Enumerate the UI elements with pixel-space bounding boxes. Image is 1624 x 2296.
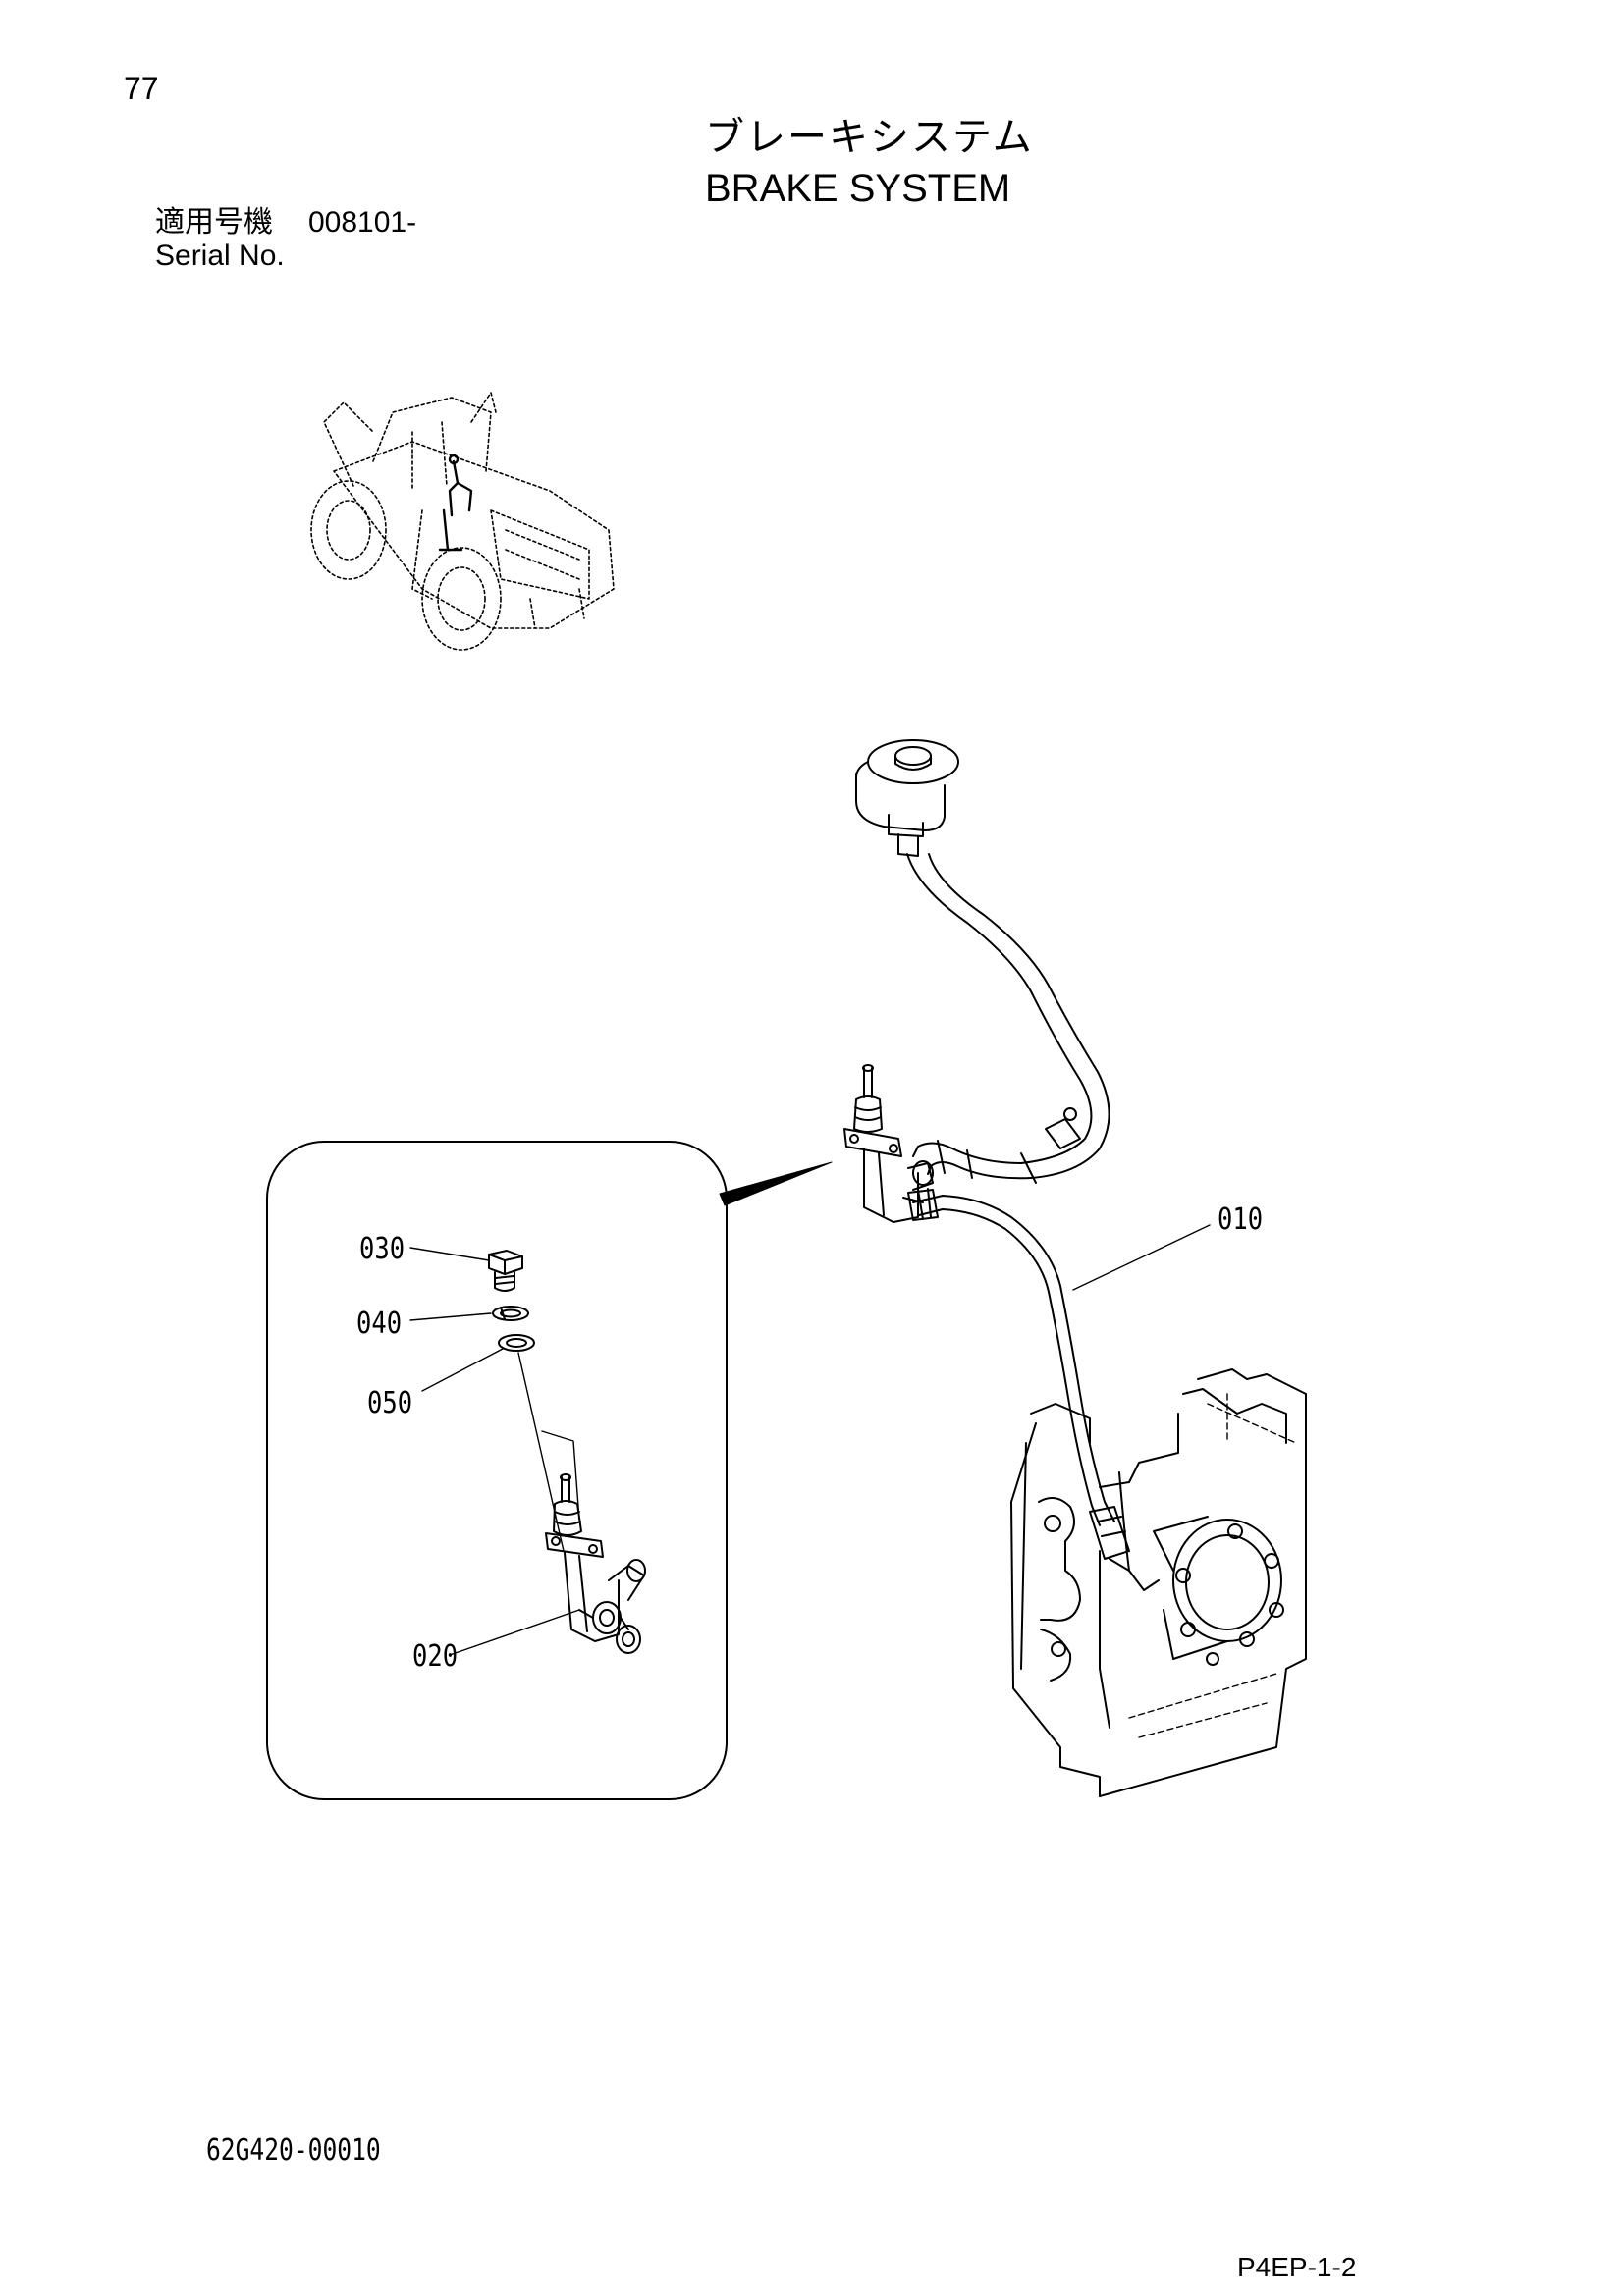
exploded-spring-washer-040 [492, 1306, 529, 1321]
detail-view-frame [266, 1141, 728, 1800]
callout-030: 030 [359, 1232, 406, 1266]
exploded-master-cylinder-020 [545, 1473, 646, 1654]
callout-050: 050 [367, 1386, 413, 1420]
exploded-bolt-030 [488, 1250, 523, 1292]
callout-leader-lines [409, 1247, 580, 1656]
brake-tube [907, 1188, 1130, 1572]
document-code: 62G420-00010 [206, 2133, 381, 2167]
brake-line-highlight [438, 454, 473, 552]
machine-overview-icon [310, 392, 615, 651]
serial-number-value: 008101- [308, 206, 417, 239]
transmission-housing [1010, 1368, 1307, 1797]
detail-pointer-arrow [719, 1161, 833, 1206]
serial-label-japanese: 適用号機 [155, 205, 273, 240]
assembly-bracket-line [541, 1430, 580, 1521]
serial-label: Serial No. [155, 240, 285, 272]
brake-fluid-reservoir [855, 739, 959, 857]
callout-040: 040 [356, 1307, 403, 1341]
reservoir-hose [906, 853, 1110, 1184]
callout-010: 010 [1218, 1202, 1264, 1237]
leader-line-010 [1072, 1224, 1211, 1291]
exploded-washer-050 [498, 1334, 535, 1352]
page-code: P4EP-1-2 [1237, 2252, 1357, 2282]
assembly-axis-line [517, 1352, 565, 1552]
page-title: BRAKE SYSTEM [705, 167, 1011, 210]
page-number: 77 [124, 71, 159, 106]
page-title-japanese: ブレーキシステム [705, 115, 1034, 160]
master-cylinder-installed [843, 1064, 934, 1223]
callout-020: 020 [412, 1639, 459, 1674]
